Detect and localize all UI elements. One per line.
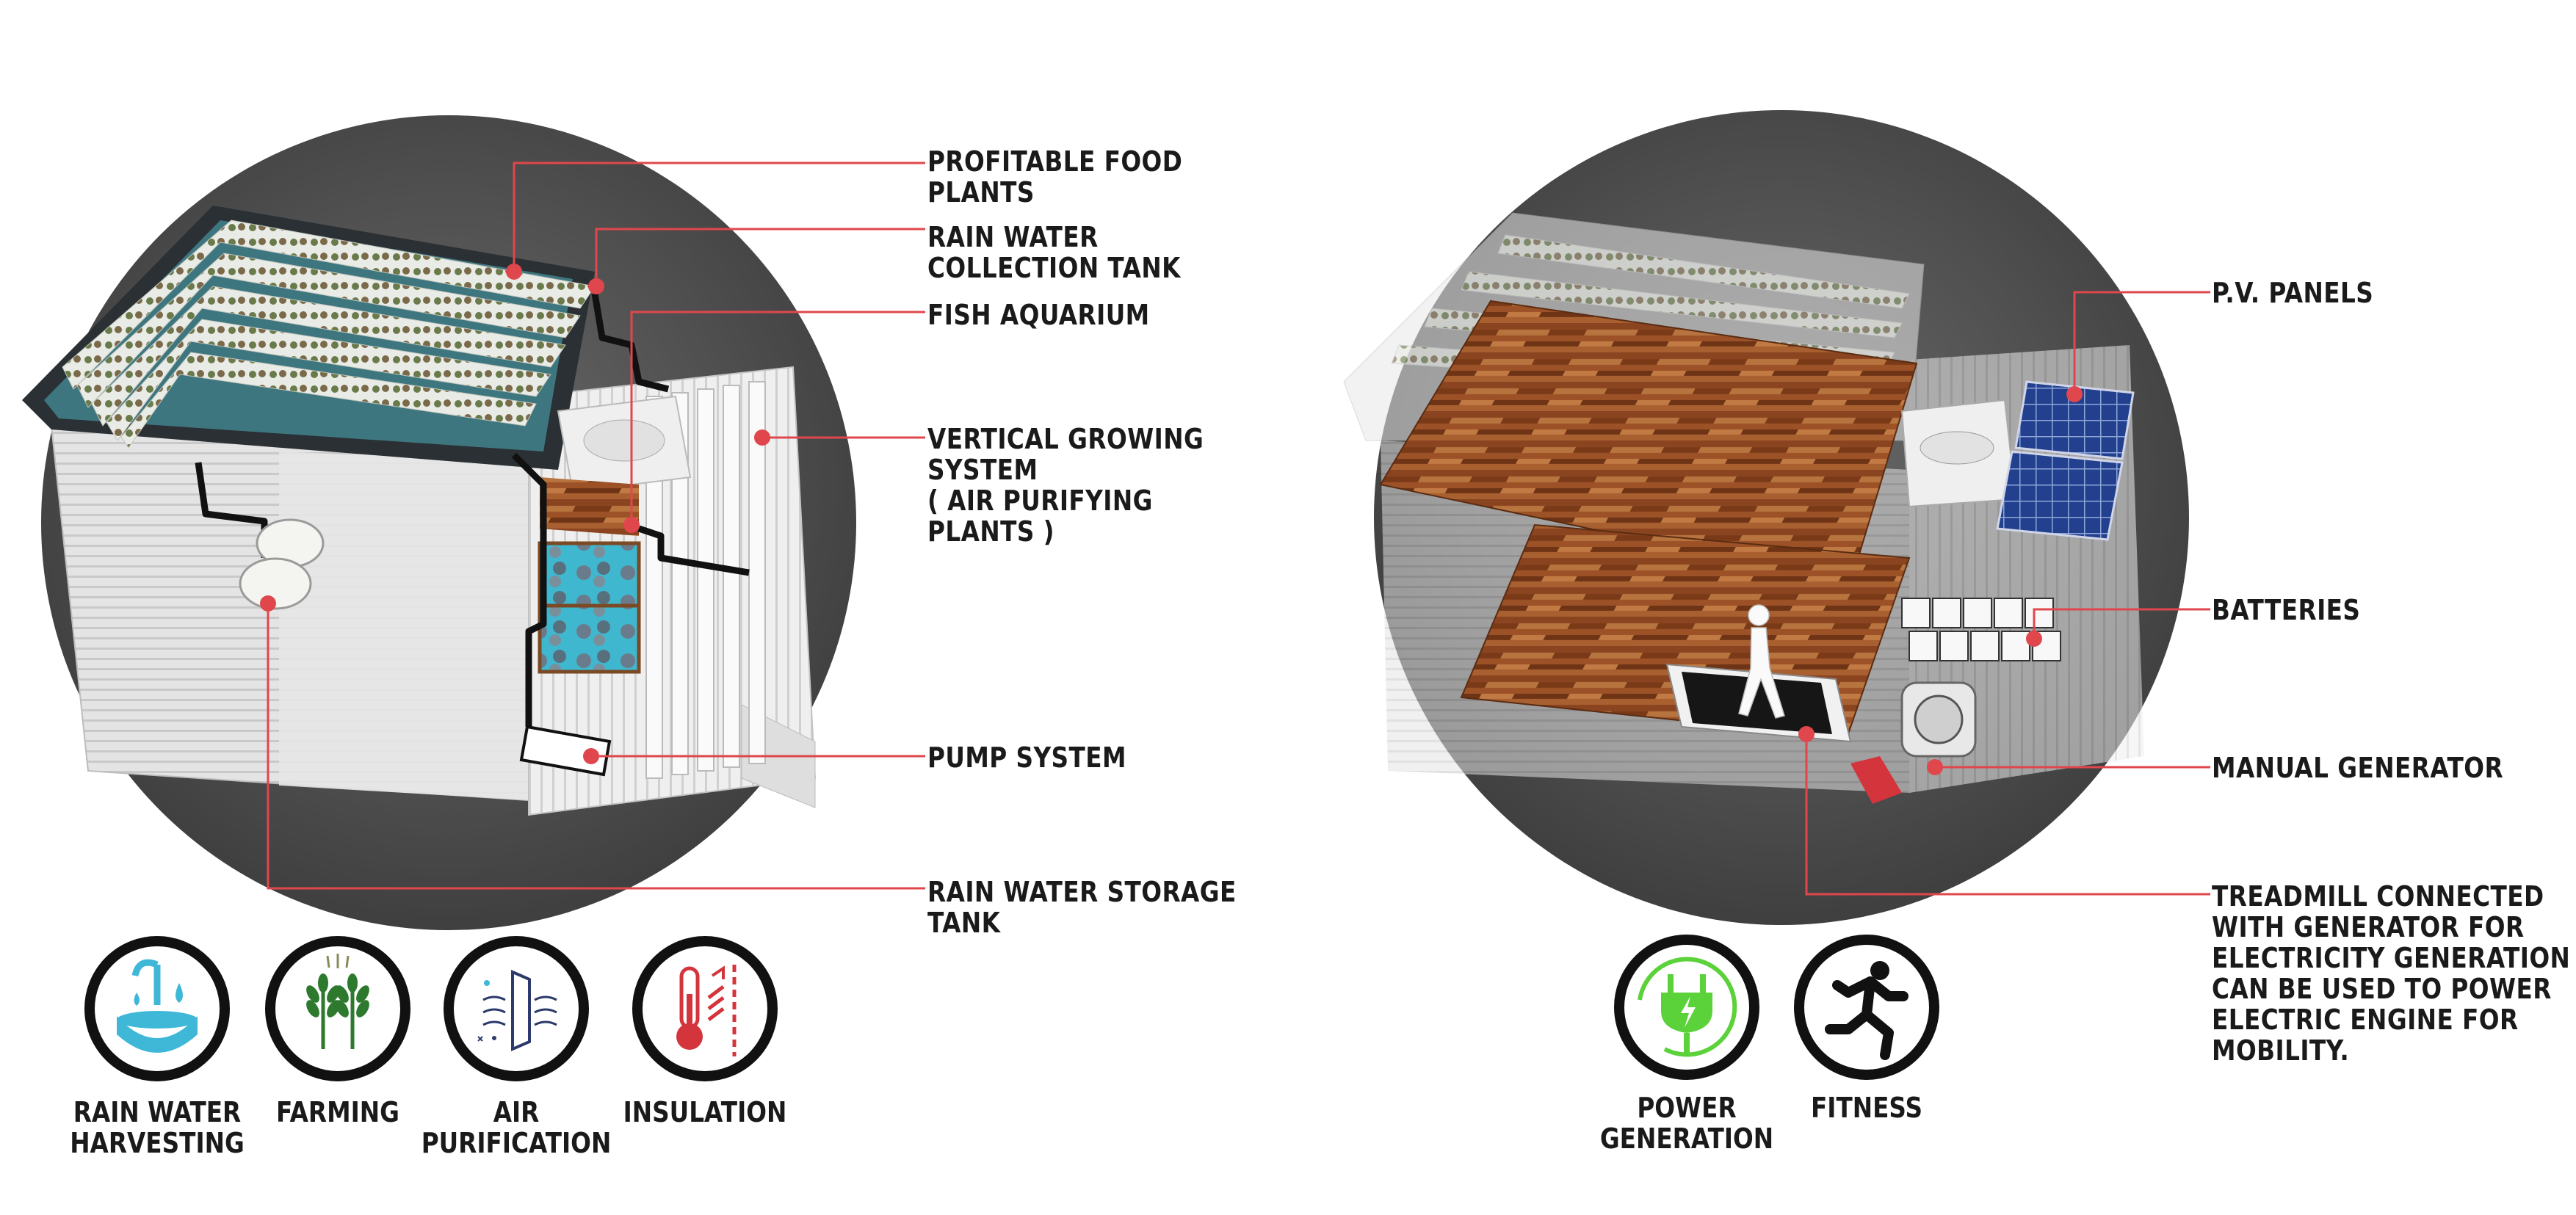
left-leader-lines: [267, 162, 925, 890]
label-fish-aquarium: FISH AQUARIUM: [927, 299, 1150, 331]
planter-rows: [62, 220, 596, 449]
left-leader-dots: [260, 264, 770, 764]
label-pv-panels: P.V. PANELS: [2212, 277, 2374, 309]
water-drop-icon: [84, 936, 230, 1081]
label-batteries: BATTERIES: [2212, 594, 2361, 626]
manual-generator: [1850, 681, 1977, 804]
storage-barrels: [239, 518, 325, 610]
icon-label-insulation: INSULATION: [623, 1096, 787, 1128]
runner-figure: [1738, 604, 1785, 719]
pv-panels: [1996, 380, 2135, 541]
battery-bank: [1901, 598, 2061, 661]
thermometer-icon: [632, 936, 778, 1081]
power-plug-icon: [1614, 935, 1759, 1080]
label-manual-generator: MANUAL GENERATOR: [2212, 752, 2504, 784]
left-diagram: [22, 115, 856, 930]
icon-label-farming: FARMING: [276, 1096, 399, 1128]
wheat-icon: [265, 936, 410, 1081]
label-pump-system: PUMP SYSTEM: [927, 741, 1126, 774]
treadmill-belt: [1682, 672, 1832, 734]
icon-label-fitness: FITNESS: [1810, 1092, 1923, 1124]
fish-aquarium: [538, 477, 641, 674]
vertical-growing-tubes: [645, 381, 766, 779]
right-leader-lines: [1805, 291, 2210, 896]
running-person-icon: [1794, 935, 1939, 1080]
right-leader-dots: [1798, 386, 2083, 775]
air-filter-icon: [444, 936, 589, 1081]
right-diagram: [1343, 110, 2189, 925]
